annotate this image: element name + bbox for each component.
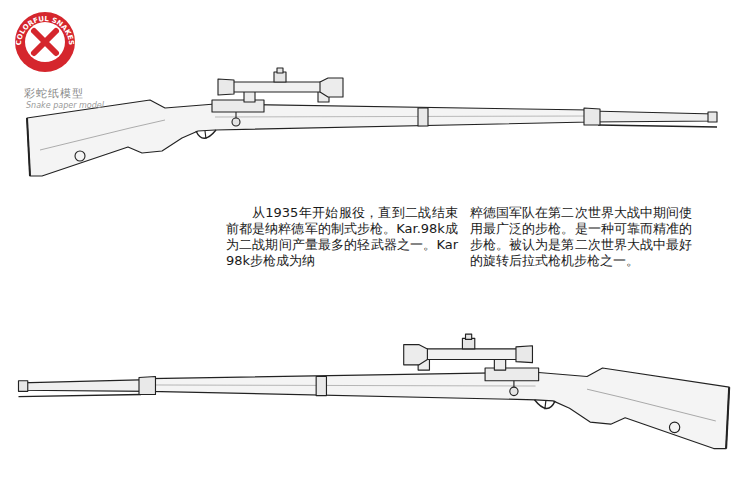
logo-ring: COLORFUL SNAKES	[15, 15, 75, 46]
rifle-top	[27, 68, 717, 176]
brand-logo: COLORFUL SNAKES	[15, 12, 75, 72]
brand-subtitle: Snake paper model	[26, 101, 104, 110]
description-text: 从1935年开始服役，直到二战结束前都是纳粹德军的制式步枪。Kar.98k成为二…	[226, 205, 458, 269]
brand-name: 彩蛇纸模型	[24, 86, 84, 101]
rifle-bottom	[18, 334, 729, 448]
description-text: 粹德国军队在第二次世界大战中期间使用最广泛的步枪。是一种可靠而精准的步枪。被认为…	[470, 205, 692, 269]
logo-text: COLORFUL SNAKES	[15, 15, 75, 46]
